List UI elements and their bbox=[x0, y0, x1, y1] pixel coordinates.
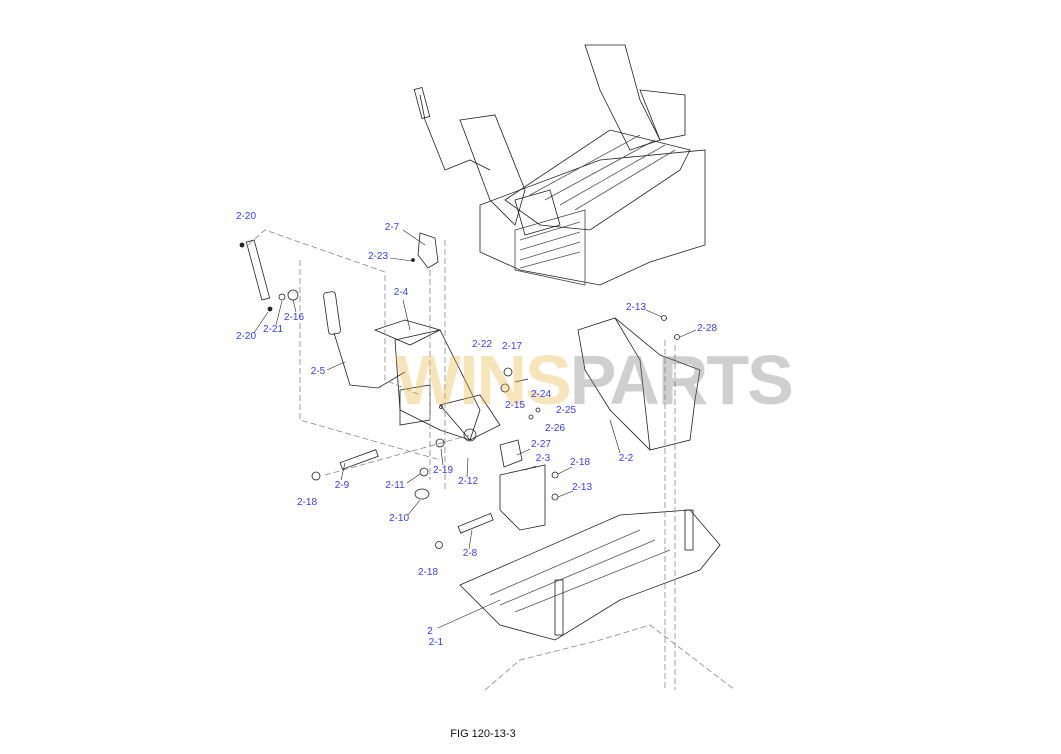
floor-plate bbox=[459, 509, 721, 641]
callout-label-2-23[interactable]: 2-23 bbox=[367, 251, 389, 262]
callout-label-2-11[interactable]: 2-11 bbox=[385, 480, 405, 491]
callout-label-2-19[interactable]: 2-19 bbox=[432, 465, 454, 476]
callout-label-2-13[interactable]: 2-13 bbox=[625, 302, 647, 313]
callout-label-2-27[interactable]: 2-27 bbox=[530, 439, 552, 450]
callout-label-2-12[interactable]: 2-12 bbox=[457, 476, 479, 487]
alignment-lines bbox=[247, 229, 736, 691]
callout-label-2-21[interactable]: 2-21 bbox=[262, 324, 284, 335]
seat-frame-part bbox=[577, 315, 701, 451]
callout-label-2-9[interactable]: 2-9 bbox=[334, 480, 350, 491]
callout-label-2-25[interactable]: 2-25 bbox=[555, 405, 577, 416]
callout-label-2-17[interactable]: 2-17 bbox=[501, 341, 523, 352]
assembled-frame bbox=[413, 44, 706, 286]
callout-label-2-28[interactable]: 2-28 bbox=[696, 323, 718, 334]
callout-label-2-15[interactable]: 2-15 bbox=[504, 400, 526, 411]
callout-label-2-10[interactable]: 2-10 bbox=[388, 513, 410, 524]
callout-label-2-18[interactable]: 2-18 bbox=[417, 567, 439, 578]
callout-label-2-16[interactable]: 2-16 bbox=[283, 312, 305, 323]
callout-label-2-18[interactable]: 2-18 bbox=[296, 497, 318, 508]
callout-label-2-3[interactable]: 2-3 bbox=[535, 453, 551, 464]
callout-label-2-5[interactable]: 2-5 bbox=[310, 366, 326, 377]
callout-label-2-22[interactable]: 2-22 bbox=[471, 339, 493, 350]
callout-label-2-24[interactable]: 2-24 bbox=[530, 389, 552, 400]
callout-label-2-20[interactable]: 2-20 bbox=[235, 331, 257, 342]
callout-label-2[interactable]: 2 bbox=[427, 626, 433, 637]
figure-caption: FIG 120-13-3 bbox=[450, 728, 516, 740]
callout-label-2-7[interactable]: 2-7 bbox=[384, 222, 400, 233]
callout-label-2-18[interactable]: 2-18 bbox=[569, 457, 591, 468]
callout-label-2-8[interactable]: 2-8 bbox=[462, 548, 478, 559]
callout-label-2-20[interactable]: 2-20 bbox=[235, 211, 257, 222]
lever-assembly bbox=[239, 232, 559, 549]
callout-label-2-26[interactable]: 2-26 bbox=[544, 423, 566, 434]
callout-label-2-4[interactable]: 2-4 bbox=[393, 287, 409, 298]
callout-label-2-2[interactable]: 2-2 bbox=[618, 453, 634, 464]
callout-label-2-1[interactable]: 2-1 bbox=[428, 637, 444, 648]
callout-label-2-13[interactable]: 2-13 bbox=[571, 482, 593, 493]
leader-lines bbox=[253, 229, 697, 629]
